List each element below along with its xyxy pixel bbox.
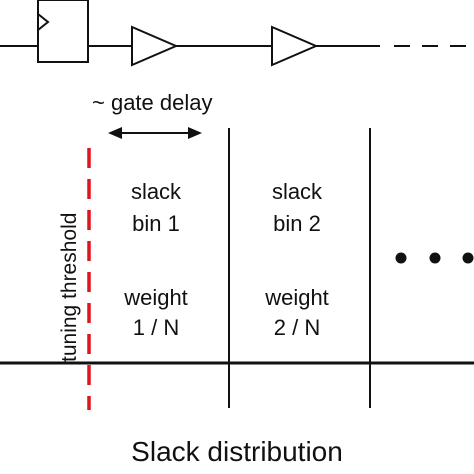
ellipsis-dot-3 <box>462 252 474 264</box>
bin-1-weight-line1: weight <box>124 285 188 310</box>
clock-triangle-icon <box>37 13 50 31</box>
tuning-threshold-label: tuning threshold <box>58 212 81 362</box>
ellipsis-dot-1 <box>395 252 407 264</box>
bin-2-weight-line1: weight <box>265 285 329 310</box>
bin-2-name-line1: slack <box>271 179 323 204</box>
buffer-gate-2 <box>271 25 319 67</box>
gate-delay-arrow <box>108 127 202 139</box>
bin-1-name-line2: bin 1 <box>132 211 180 236</box>
flip-flop <box>37 0 89 63</box>
buffer-gate-1 <box>131 25 179 67</box>
ellipsis-dot-2 <box>429 252 441 264</box>
bin-2-name-line2: bin 2 <box>273 211 321 236</box>
gate-delay-label: ~ gate delay <box>92 90 213 115</box>
diagram-caption: Slack distribution <box>131 436 343 467</box>
bin-1-weight-line2: 1 / N <box>132 315 180 340</box>
bin-1-name-line1: slack <box>130 179 182 204</box>
bin-2-weight-line2: 2 / N <box>273 315 321 340</box>
